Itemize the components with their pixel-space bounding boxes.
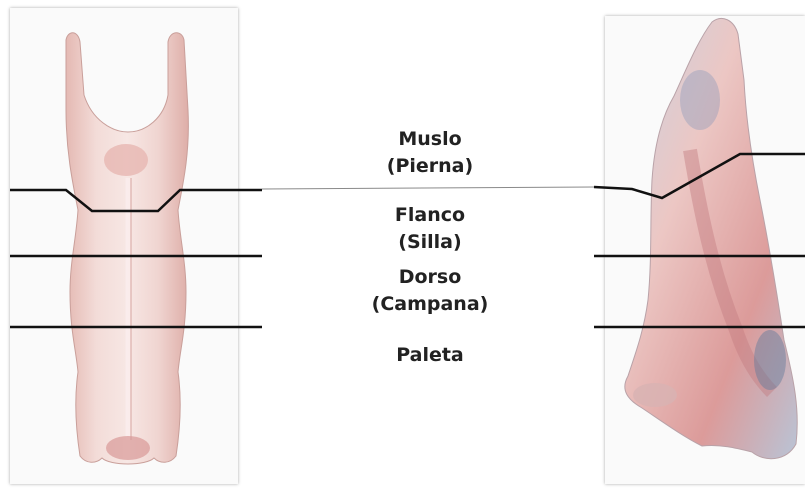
label-muslo-alt: (Pierna) (325, 153, 535, 180)
carcass-side-leg (633, 383, 677, 407)
carcass-side-bruise-upper (680, 70, 720, 130)
carcass-front-image (66, 33, 188, 464)
label-flanco-name: Flanco (325, 202, 535, 229)
label-paleta-name: Paleta (325, 342, 535, 369)
carcass-front-neck (106, 436, 150, 460)
divider-center-connector (262, 187, 594, 189)
label-paleta: Paleta (325, 342, 535, 369)
label-dorso: Dorso (Campana) (325, 264, 535, 318)
label-dorso-alt: (Campana) (325, 291, 535, 318)
carcass-front-hip (104, 144, 148, 176)
label-muslo: Muslo (Pierna) (325, 126, 535, 180)
label-flanco: Flanco (Silla) (325, 202, 535, 256)
carcass-side-bruise-lower (754, 330, 786, 390)
label-dorso-name: Dorso (325, 264, 535, 291)
carcass-side-image (625, 18, 797, 458)
label-muslo-name: Muslo (325, 126, 535, 153)
label-flanco-alt: (Silla) (325, 229, 535, 256)
